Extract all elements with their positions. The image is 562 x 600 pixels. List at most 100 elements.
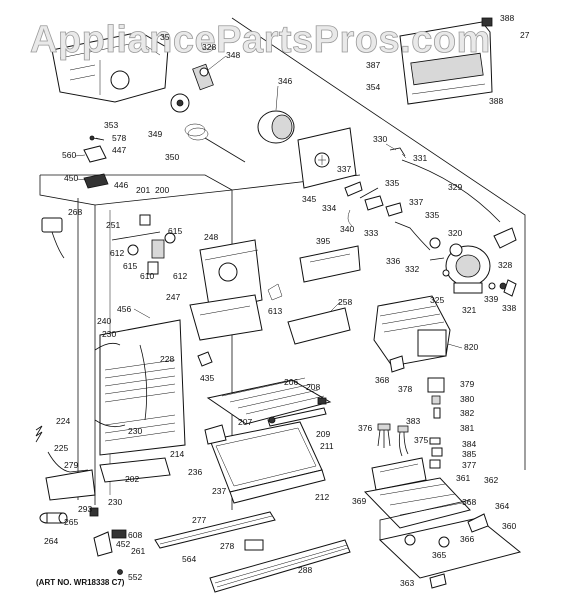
label-320: 320 xyxy=(448,228,462,238)
label-615a: 615 xyxy=(168,226,182,236)
front-rail-277 xyxy=(154,511,276,549)
label-224: 224 xyxy=(56,416,70,426)
label-237: 237 xyxy=(212,486,226,496)
label-248: 248 xyxy=(204,232,218,242)
label-345: 345 xyxy=(302,194,316,204)
label-236: 236 xyxy=(188,467,202,477)
ice-maker-linkage xyxy=(344,147,501,251)
label-375: 375 xyxy=(414,435,428,445)
clip-450-446 xyxy=(83,173,109,189)
cover-258 xyxy=(287,307,351,345)
label-278: 278 xyxy=(220,541,234,551)
label-456: 456 xyxy=(117,304,131,314)
dispenser-cover-387 xyxy=(399,21,493,105)
defrost-heater-coil xyxy=(184,123,246,163)
label-560: 560 xyxy=(62,150,76,160)
label-368b: 368 xyxy=(462,497,476,507)
drain-heater-224 xyxy=(35,425,89,473)
label-447: 447 xyxy=(112,145,126,155)
label-361: 361 xyxy=(456,473,470,483)
label-230a: 230 xyxy=(102,329,116,339)
harness-383 xyxy=(397,425,409,457)
label-608: 608 xyxy=(128,530,142,540)
parts-384-385-377 xyxy=(429,437,443,469)
label-383: 383 xyxy=(406,416,420,426)
label-379: 379 xyxy=(460,379,474,389)
clip-560 xyxy=(83,145,107,163)
label-610: 610 xyxy=(140,271,154,281)
label-363: 363 xyxy=(400,578,414,588)
damper-278 xyxy=(244,539,264,551)
label-435: 435 xyxy=(200,373,214,383)
label-446: 446 xyxy=(114,180,128,190)
ice-maker-motor-325 xyxy=(445,243,491,294)
label-335a: 335 xyxy=(385,178,399,188)
label-230b: 230 xyxy=(128,426,142,436)
shelf-clip-208 xyxy=(317,397,327,405)
label-338: 338 xyxy=(502,303,516,313)
evaporator-coil xyxy=(94,319,186,456)
label-334: 334 xyxy=(322,203,336,213)
leveler-608 xyxy=(111,529,127,539)
label-335b: 335 xyxy=(425,210,439,220)
label-264: 264 xyxy=(44,536,58,546)
label-261: 261 xyxy=(131,546,145,556)
label-325: 325 xyxy=(430,295,444,305)
label-240: 240 xyxy=(97,316,111,326)
part-labels: 35 348 328 346 353 349 350 578 447 560 4… xyxy=(44,13,530,588)
label-353: 353 xyxy=(104,120,118,130)
label-331: 331 xyxy=(413,153,427,163)
solenoid-378 xyxy=(427,377,445,419)
label-27: 27 xyxy=(520,30,530,40)
fan-housing-346 xyxy=(257,110,295,144)
label-380: 380 xyxy=(460,394,474,404)
label-613: 613 xyxy=(268,306,282,316)
label-340: 340 xyxy=(340,224,354,234)
arm-328 xyxy=(493,227,517,297)
panel-360 xyxy=(378,499,522,579)
label-820: 820 xyxy=(464,342,478,352)
label-350: 350 xyxy=(165,152,179,162)
label-329: 329 xyxy=(448,182,462,192)
mounting-plate-345 xyxy=(297,127,357,189)
harness-376 xyxy=(377,423,391,448)
label-452: 452 xyxy=(116,539,130,549)
label-201: 201 xyxy=(136,185,150,195)
label-321: 321 xyxy=(462,305,476,315)
label-369: 369 xyxy=(352,496,366,506)
leader-lines xyxy=(74,55,463,349)
label-378: 378 xyxy=(398,384,412,394)
pan-cover-236 xyxy=(204,424,227,445)
label-348: 348 xyxy=(226,50,240,60)
label-258: 258 xyxy=(338,297,352,307)
thermostat-assembly xyxy=(111,214,176,275)
label-376: 376 xyxy=(358,423,372,433)
label-381: 381 xyxy=(460,423,474,433)
label-332: 332 xyxy=(405,264,419,274)
ice-maker-820 xyxy=(373,295,451,367)
label-206: 206 xyxy=(284,377,298,387)
label-395: 395 xyxy=(316,236,330,246)
evaporator-fan-shroud xyxy=(51,31,169,103)
parts-364-366-365-363 xyxy=(404,513,489,589)
label-330: 330 xyxy=(373,134,387,144)
label-268: 268 xyxy=(68,207,82,217)
label-612a: 612 xyxy=(110,248,124,258)
label-228: 228 xyxy=(160,354,174,364)
label-214: 214 xyxy=(170,449,184,459)
cover-395 xyxy=(299,245,361,283)
label-360: 360 xyxy=(502,521,516,531)
actuator-388 xyxy=(481,17,493,27)
label-615b: 615 xyxy=(123,261,137,271)
label-388a: 388 xyxy=(500,13,514,23)
label-337a: 337 xyxy=(337,164,351,174)
label-251: 251 xyxy=(106,220,120,230)
grille-288 xyxy=(209,539,351,593)
label-364: 364 xyxy=(495,501,509,511)
label-293: 293 xyxy=(78,504,92,514)
harness-268 xyxy=(41,217,65,259)
watermark: AppliancePartsPros.com xyxy=(30,19,491,61)
label-382: 382 xyxy=(460,408,474,418)
label-336: 336 xyxy=(386,256,400,266)
